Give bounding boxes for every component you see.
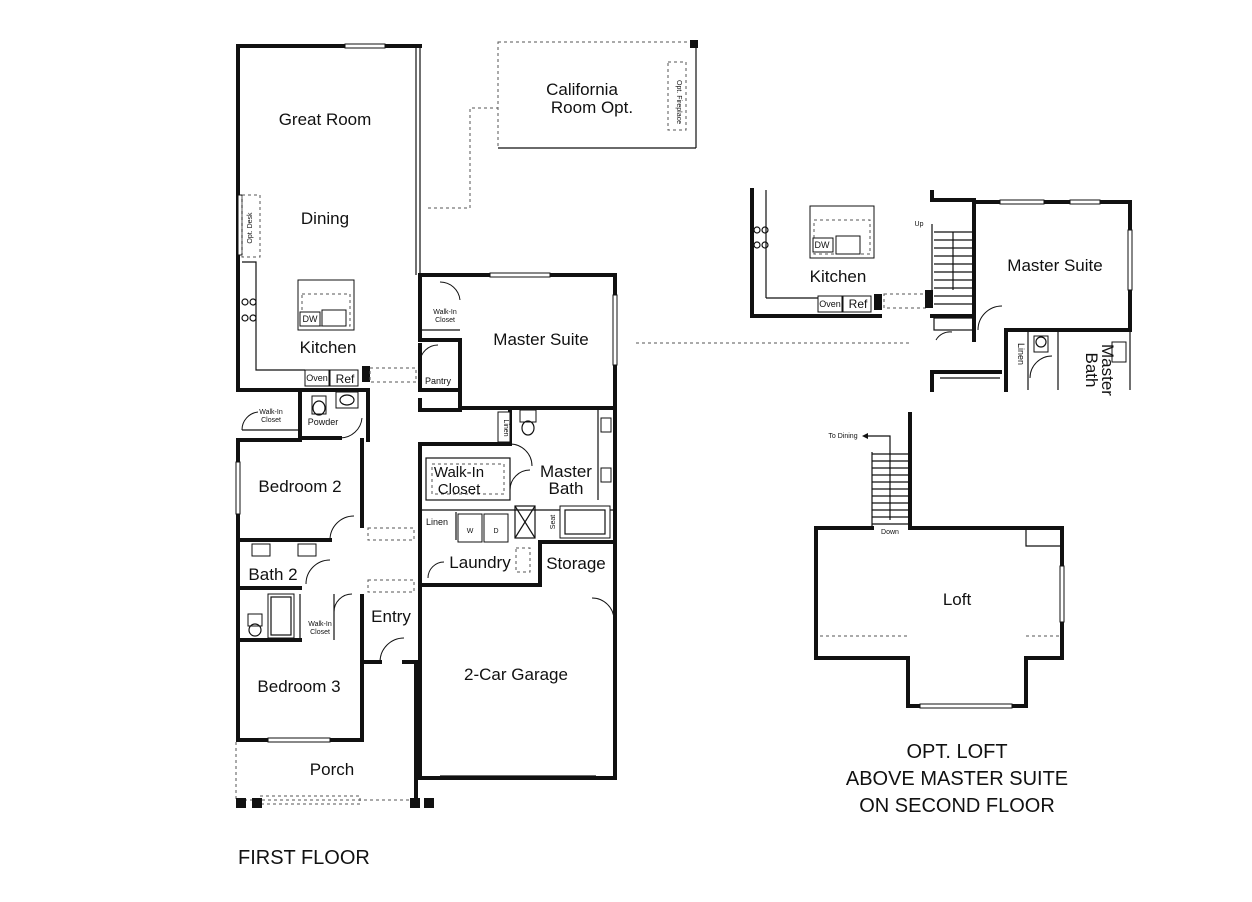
down-label: Down	[881, 529, 899, 536]
opt-fireplace-label: Opt. Fireplace	[675, 80, 682, 124]
oven-label: Oven	[306, 373, 328, 383]
pantry-label: Pantry	[425, 376, 452, 386]
master-suite-label: Master Suite	[493, 330, 588, 349]
detail-linen-label: Linen	[1016, 343, 1026, 365]
detail-up-label: Up	[915, 221, 924, 228]
great-room-label: Great Room	[279, 110, 372, 129]
detail-master-bath-label: MasterBath	[1082, 344, 1117, 396]
garage-label: 2-Car Garage	[464, 665, 568, 684]
refrigerator-label: Ref	[336, 372, 355, 386]
first-floor-caption: FIRST FLOOR	[238, 847, 370, 869]
detail-refrigerator-label: Ref	[849, 297, 868, 311]
storage-label: Storage	[546, 554, 606, 573]
to-dining-label: To Dining	[828, 433, 857, 440]
kitchen-label: Kitchen	[300, 338, 357, 357]
stair-treads-detail	[934, 231, 972, 305]
loft-label: Loft	[943, 590, 972, 609]
bath-2-label: Bath 2	[248, 565, 297, 584]
loft-walls	[814, 412, 1065, 709]
first-floor-walls	[235, 40, 698, 808]
detail-oven-label: Oven	[819, 299, 841, 309]
detail-master-suite-label: Master Suite	[1007, 256, 1102, 275]
opt-loft-detail-walls	[636, 188, 1133, 392]
detail-dishwasher-label: DW	[815, 240, 830, 250]
stair-treads-loft	[872, 453, 910, 525]
bedroom-3-label: Bedroom 3	[257, 677, 340, 696]
porch-label: Porch	[310, 760, 354, 779]
detail-kitchen-label: Kitchen	[810, 267, 867, 286]
dining-label: Dining	[301, 209, 349, 228]
entry-label: Entry	[371, 607, 411, 626]
seat-label: Seat	[550, 515, 557, 529]
powder-label: Powder	[308, 417, 339, 427]
opt-desk-label: Opt. Desk	[247, 212, 254, 244]
dishwasher-label: DW	[303, 314, 318, 324]
bedroom-2-label: Bedroom 2	[258, 477, 341, 496]
laundry-label: Laundry	[449, 553, 511, 572]
dryer-label: D	[493, 528, 498, 535]
linen-laundry-label: Linen	[426, 517, 448, 527]
washer-label: W	[467, 528, 474, 535]
linen-hall-label: Linen	[502, 419, 509, 436]
